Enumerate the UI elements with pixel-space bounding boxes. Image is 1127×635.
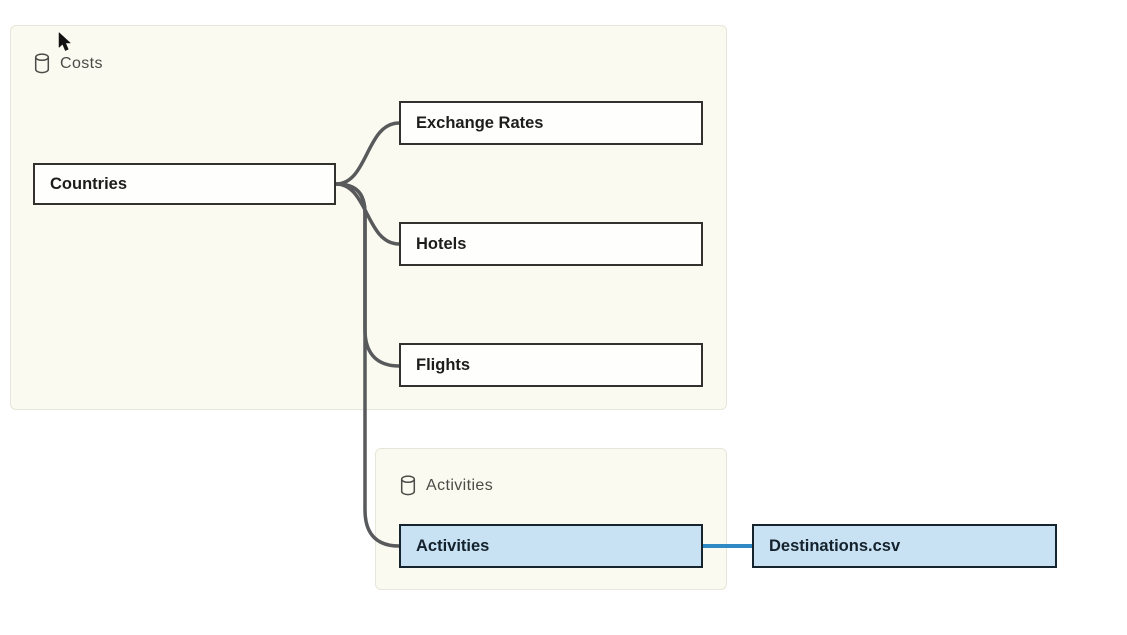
table-node-exchange-rates[interactable]: Exchange Rates <box>399 101 703 145</box>
table-node-label: Flights <box>416 355 471 374</box>
table-node-label: Destinations.csv <box>769 536 901 555</box>
table-node-countries[interactable]: Countries <box>33 163 336 205</box>
database-icon <box>34 53 50 74</box>
table-node-label: Countries <box>50 174 128 193</box>
table-node-hotels[interactable]: Hotels <box>399 222 703 266</box>
data-source-label-text: Activities <box>426 476 494 494</box>
database-icon <box>400 475 416 496</box>
table-node-label: Activities <box>416 536 490 555</box>
table-node-activities[interactable]: Activities <box>399 524 703 568</box>
table-node-flights[interactable]: Flights <box>399 343 703 387</box>
table-node-destinations-csv[interactable]: Destinations.csv <box>752 524 1057 568</box>
data-source-label-activities: Activities <box>400 475 493 496</box>
table-node-label: Exchange Rates <box>416 113 544 132</box>
table-node-label: Hotels <box>416 234 467 253</box>
data-source-label-text: Costs <box>60 54 103 72</box>
data-source-container-activities[interactable] <box>375 448 727 590</box>
data-source-label-costs: Costs <box>34 53 103 74</box>
